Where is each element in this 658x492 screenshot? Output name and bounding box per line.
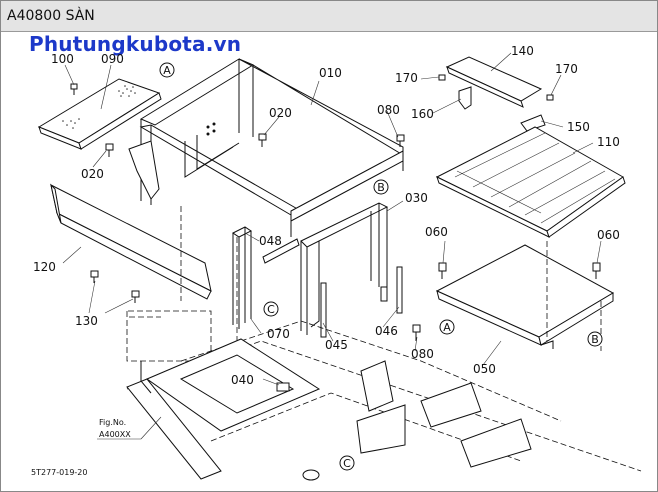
label-110[interactable]: 110 — [597, 135, 620, 149]
svg-text:B: B — [591, 333, 599, 346]
watermark: Phutungkubota.vn — [29, 32, 242, 56]
label-060-a[interactable]: 060 — [425, 225, 448, 239]
label-046[interactable]: 046 — [375, 324, 398, 338]
label-040[interactable]: 040 — [231, 373, 254, 387]
label-120[interactable]: 120 — [33, 260, 56, 274]
part-020-bolt-a[interactable] — [258, 133, 267, 147]
ref-B2: B — [587, 331, 603, 347]
frame-left-bracket — [128, 140, 160, 200]
label-100[interactable]: 100 — [51, 52, 74, 66]
label-020-b[interactable]: 020 — [81, 167, 104, 181]
part-050-floor-plate[interactable] — [435, 244, 615, 349]
part-140-cover[interactable] — [445, 56, 543, 108]
ref-A2: A — [439, 319, 455, 335]
part-labels: 100 090 010 020 020 080 170 160 140 170 … — [33, 44, 620, 387]
label-170-a[interactable]: 170 — [395, 71, 418, 85]
part-130-bolt-a[interactable] — [90, 270, 99, 283]
label-080-b[interactable]: 080 — [411, 347, 434, 361]
label-080-a[interactable]: 080 — [377, 103, 400, 117]
label-048[interactable]: 048 — [259, 234, 282, 248]
label-010[interactable]: 010 — [319, 66, 342, 80]
label-160[interactable]: 160 — [411, 107, 434, 121]
part-045-stay[interactable] — [320, 282, 327, 338]
drawing-code: 5T277-019-20 — [31, 468, 87, 477]
label-170-b[interactable]: 170 — [555, 62, 578, 76]
part-060-bolt-b[interactable] — [592, 262, 601, 279]
svg-text:B: B — [377, 181, 385, 194]
part-130-bolt-b[interactable] — [131, 290, 140, 303]
part-080-bolt-a[interactable] — [396, 134, 405, 147]
part-046-stay[interactable] — [396, 266, 403, 314]
page-title: A40800 SÀN — [7, 8, 95, 24]
ref-A1: A — [159, 62, 175, 78]
label-020-a[interactable]: 020 — [269, 106, 292, 120]
part-060-bolt-a[interactable] — [438, 262, 447, 279]
part-120-side-panel[interactable] — [50, 183, 212, 300]
part-170-screw-b[interactable] — [546, 94, 554, 101]
part-150-bracket[interactable] — [520, 114, 546, 132]
part-100-screw[interactable] — [70, 83, 78, 95]
part-010-frame[interactable] — [139, 58, 404, 237]
parts-diagram: A B C A B C 100 090 010 020 020 0 — [31, 44, 642, 481]
label-130[interactable]: 130 — [75, 314, 98, 328]
leader-lines — [62, 52, 602, 386]
ref-C2: C — [339, 455, 355, 471]
label-150[interactable]: 150 — [567, 120, 590, 134]
label-060-b[interactable]: 060 — [597, 228, 620, 242]
figref-line1: Fig.No. — [99, 418, 126, 427]
label-030[interactable]: 030 — [405, 191, 428, 205]
part-020-bolt-b[interactable] — [105, 143, 114, 157]
label-050[interactable]: 050 — [473, 362, 496, 376]
label-140[interactable]: 140 — [511, 44, 534, 58]
svg-text:A: A — [443, 321, 451, 334]
part-048-bracket[interactable] — [262, 238, 300, 264]
part-070-pillar[interactable] — [232, 226, 252, 329]
svg-text:C: C — [267, 303, 275, 316]
ref-B1: B — [373, 179, 389, 195]
figure-reference: Fig.No. A400XX — [97, 416, 162, 440]
part-160-bracket[interactable] — [458, 86, 472, 110]
label-070[interactable]: 070 — [267, 327, 290, 341]
label-090[interactable]: 090 — [101, 52, 124, 66]
figref-line2: A400XX — [99, 430, 131, 439]
part-030-upright[interactable] — [300, 202, 389, 335]
part-110-floor-mat[interactable] — [435, 126, 626, 238]
part-170-screw-a[interactable] — [438, 74, 446, 81]
part-080-bolt-b[interactable] — [412, 324, 421, 341]
svg-text:C: C — [343, 457, 351, 470]
tractor-chassis — [126, 206, 642, 481]
label-045[interactable]: 045 — [325, 338, 348, 352]
title-bar: A40800 SÀN — [1, 1, 657, 32]
part-090-cover[interactable] — [37, 78, 162, 150]
ref-C1: C — [263, 301, 279, 317]
svg-text:A: A — [163, 64, 171, 77]
